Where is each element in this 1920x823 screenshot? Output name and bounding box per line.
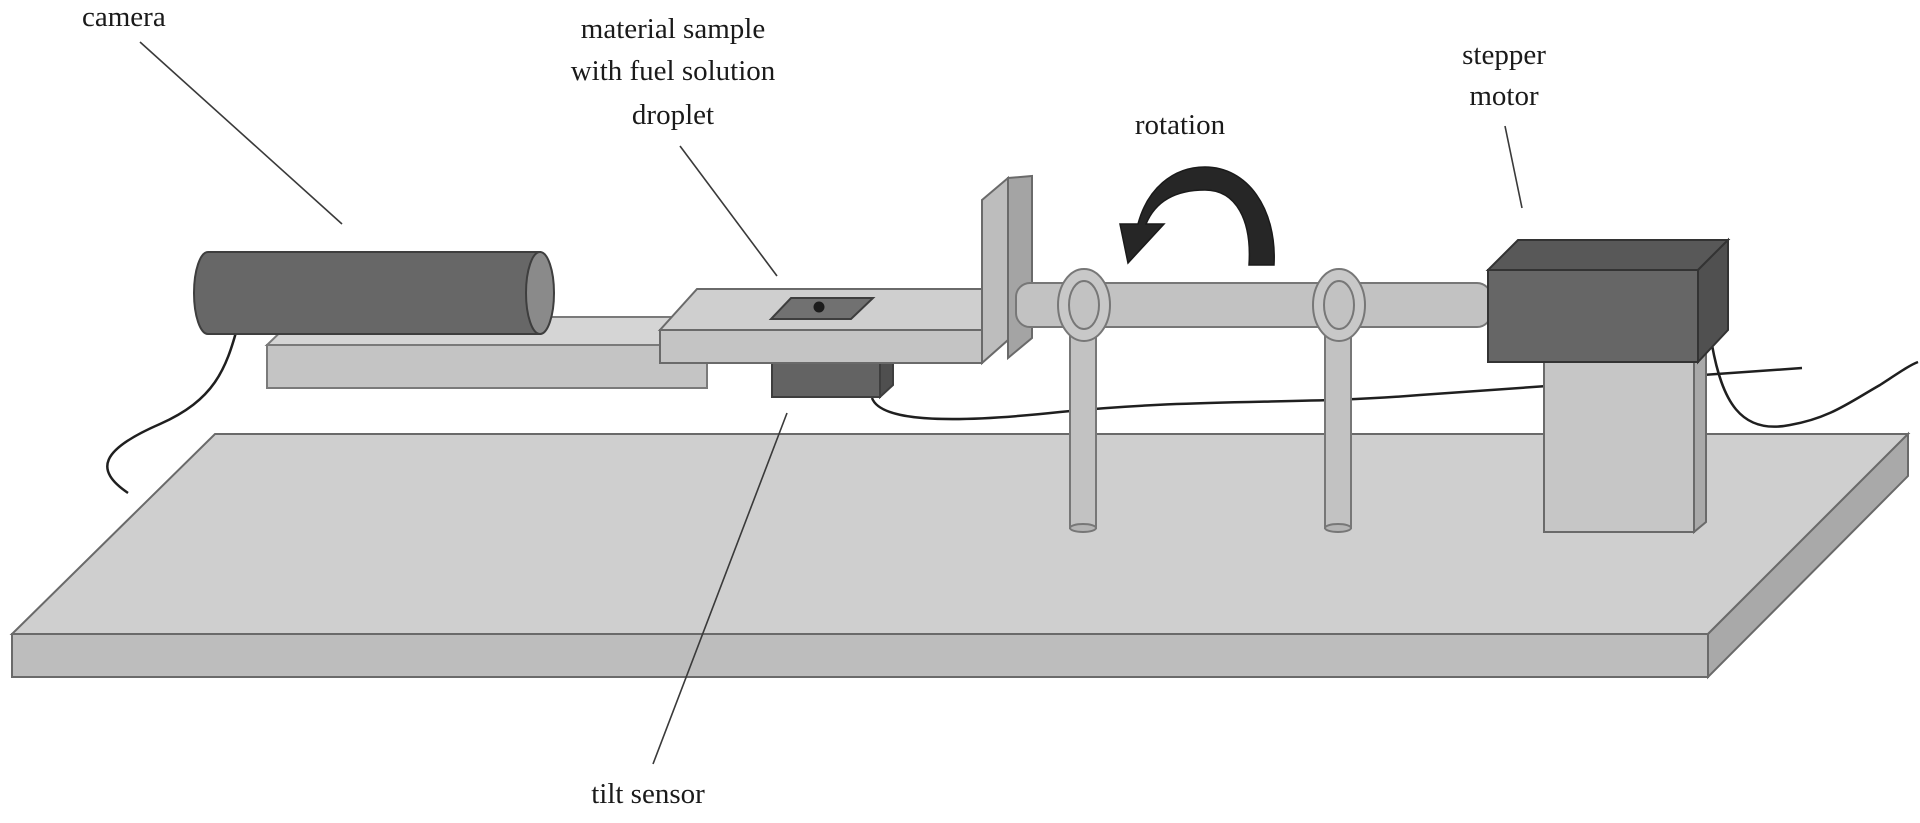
support-ring-left-hole <box>1068 280 1100 330</box>
support-ring-right-hole <box>1323 280 1355 330</box>
rotation-arrow-icon <box>1119 166 1275 266</box>
motor-stand <box>1543 361 1695 533</box>
camera <box>193 251 555 335</box>
backplate-side <box>1007 174 1033 361</box>
sample-label-line1: material sample <box>581 13 765 45</box>
support-post-left-foot <box>1069 523 1097 533</box>
base-plate-front <box>11 633 1709 678</box>
sample-leader-line <box>679 145 778 277</box>
stepper-motor <box>1485 237 1731 535</box>
motor-cable <box>1710 344 1919 428</box>
fuel-droplet <box>813 301 825 313</box>
backplate-front <box>981 175 1009 366</box>
motor-body-side <box>1697 237 1729 365</box>
motor-body-front <box>1487 269 1699 363</box>
tilt-sensor-body <box>771 361 881 398</box>
base-plate-side <box>1707 431 1909 680</box>
camera-cable <box>106 324 240 495</box>
support-post-right-foot <box>1324 523 1352 533</box>
tilt-sensor <box>771 349 894 400</box>
motor-label-line1: stepper <box>1462 39 1546 71</box>
support-post-left <box>1057 268 1111 533</box>
motor-label-line2: motor <box>1469 80 1539 112</box>
camera-body <box>193 251 541 335</box>
support-post-right-rod <box>1324 329 1352 529</box>
sample-label-line2: with fuel solution <box>571 55 776 87</box>
motor-leader-line <box>1504 125 1523 209</box>
sample-label-line3: droplet <box>632 99 714 131</box>
rotation-label: rotation <box>1135 109 1226 141</box>
tilt-sensor-leader-line <box>652 412 788 765</box>
camera-lens <box>525 251 555 335</box>
tilt-sensor-label: tilt sensor <box>591 778 705 810</box>
support-post-left-rod <box>1069 329 1097 529</box>
motor-stand-side <box>1693 349 1707 535</box>
support-post-right <box>1312 268 1366 533</box>
tilting-platform <box>657 174 1033 366</box>
shaft-assembly <box>1015 268 1492 533</box>
camera-label: camera <box>82 1 166 33</box>
camera-rail-front <box>266 344 708 389</box>
base-plate <box>9 431 1911 680</box>
motor-body-top <box>1485 239 1731 271</box>
platform-front <box>659 329 983 364</box>
camera-leader-line <box>139 41 343 225</box>
